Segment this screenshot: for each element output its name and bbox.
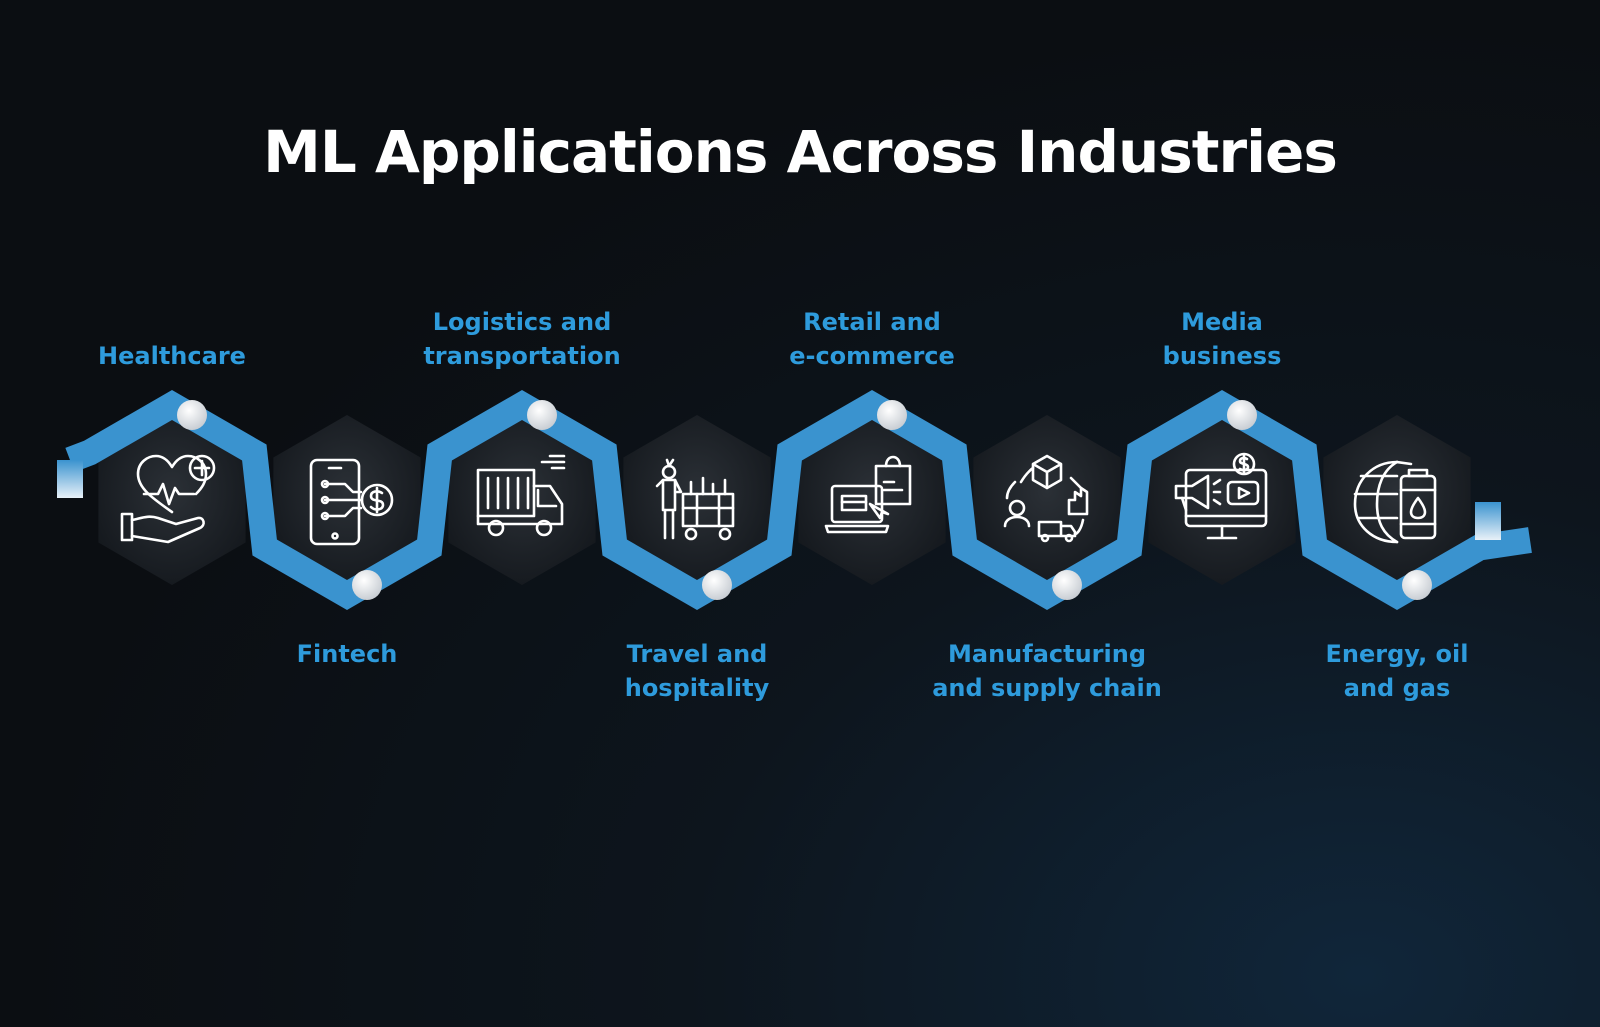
industry-label: Manufacturing and supply chain (917, 637, 1177, 705)
industry-label-line: transportation (423, 342, 621, 370)
industry-label: Healthcare (42, 339, 302, 373)
node-dot (1402, 570, 1432, 600)
industry-label: Media business (1092, 305, 1352, 373)
industry-label: Travel and hospitality (567, 637, 827, 705)
delivery-truck-icon (476, 454, 566, 537)
heart-hand-plus-icon (120, 454, 216, 544)
hexagon-tile (973, 415, 1121, 585)
connector-ribbon (65, 389, 1532, 611)
industry-label: Retail and e-commerce (742, 305, 1002, 373)
ribbon-start-cap (57, 460, 83, 498)
node-dot (177, 400, 207, 430)
industry-label-line: Manufacturing (948, 640, 1146, 668)
industry-label: Fintech (217, 637, 477, 671)
ribbon-end-cap (1475, 502, 1501, 540)
node-dot (877, 400, 907, 430)
node-dot (352, 570, 382, 600)
hexagon-tile (798, 415, 946, 585)
hexagon-tile (1148, 415, 1296, 585)
hexagon-tile (448, 415, 596, 585)
globe-oil-barrel-icon (1353, 460, 1437, 544)
shopping-laptop-icon (824, 455, 912, 534)
industry-label-line: e-commerce (789, 342, 955, 370)
hexagon-tile (1323, 415, 1471, 585)
industry-label-line: Energy, oil (1325, 640, 1469, 668)
node-dot (702, 570, 732, 600)
industry-label-line: Fintech (296, 640, 398, 668)
circuit-phone-dollar-icon (309, 458, 394, 546)
industry-label: Energy, oil and gas (1267, 637, 1527, 705)
page-title: ML Applications Across Industries (263, 118, 1338, 186)
industry-label-line: Healthcare (98, 342, 246, 370)
node-dot (527, 400, 557, 430)
industry-label-line: Travel and (626, 640, 768, 668)
node-dot (1052, 570, 1082, 600)
industry-label: Logistics and transportation (392, 305, 652, 373)
industry-label-line: hospitality (624, 674, 770, 702)
industry-label-line: and supply chain (932, 674, 1162, 702)
luggage-cart-icon (655, 458, 735, 541)
media-monitor-icon (1174, 452, 1268, 540)
industry-label-line: Logistics and (432, 308, 612, 336)
node-dot (1227, 400, 1257, 430)
industry-label-line: Media (1181, 308, 1263, 336)
industry-label-line: Retail and (803, 308, 941, 336)
industry-label-line: business (1162, 342, 1282, 370)
industry-label-line: and gas (1343, 674, 1451, 702)
supply-cycle-icon (1003, 454, 1089, 543)
